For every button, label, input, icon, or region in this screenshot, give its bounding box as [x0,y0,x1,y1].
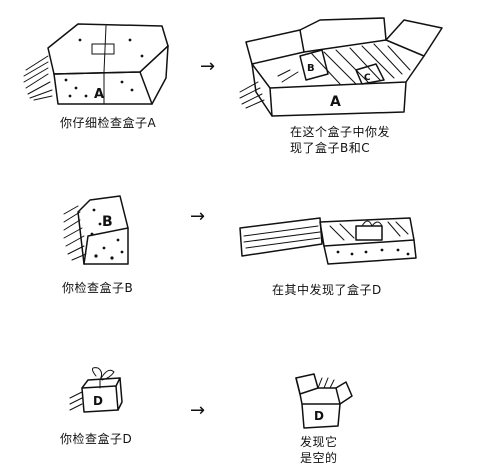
open-box-a-label: A [330,94,341,110]
box-b-label: B [102,214,113,230]
open-box-b [239,217,417,265]
caption-inspect-box-a: 你仔细检查盒子A [60,116,157,130]
arrow-2: → [190,206,205,227]
inner-box-c-label: C [364,73,371,83]
closed-box-a: A [23,23,169,105]
open-box-a: B C A [239,17,443,117]
caption-inspect-box-d: 你检查盒子D [60,432,133,446]
box-d-wrapped: D [69,367,123,413]
caption-found-b-c-line1: 在这个盒子中你发 [290,125,391,139]
open-box-d-label: D [314,409,324,423]
arrow-3: → [190,400,205,421]
caption-inspect-box-b: 你检查盒子B [62,281,134,295]
inner-box-b-label: B [307,63,315,74]
box-b: B [63,195,129,265]
box-d-open: D [295,373,353,429]
arrow-1: → [200,56,215,77]
caption-empty-line2: 是空的 [300,451,338,465]
caption-found-d: 在其中发现了盒子D [272,283,382,297]
box-d-label: D [93,394,103,408]
box-a-label: A [94,87,104,102]
caption-empty-line1: 发现它 [300,435,338,449]
caption-found-b-c-line2: 现了盒子B和C [290,141,371,155]
